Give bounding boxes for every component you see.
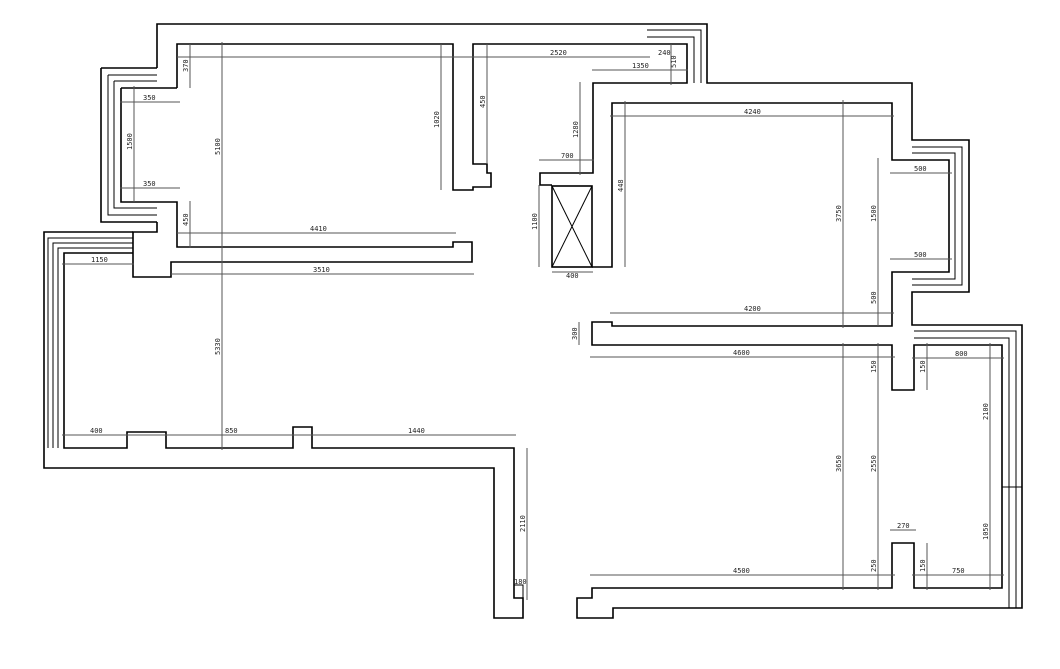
dim-label: 350 xyxy=(143,180,156,188)
dim-label: 400 xyxy=(90,427,103,435)
dim-label: 510 xyxy=(670,55,678,68)
dimension-lines xyxy=(62,42,1004,600)
dim-label: 850 xyxy=(225,427,238,435)
dim-label: 150 xyxy=(919,559,927,572)
dim-label: 150 xyxy=(870,360,878,373)
elevator-shaft-symbol xyxy=(551,185,593,268)
dim-label: 240 xyxy=(658,49,671,57)
dim-label: 4410 xyxy=(310,225,327,233)
dim-label: 4240 xyxy=(744,108,761,116)
dim-label: 1020 xyxy=(433,111,441,128)
dim-label: 350 xyxy=(143,94,156,102)
dim-label: 450 xyxy=(182,213,190,226)
dim-label: 3650 xyxy=(835,455,843,472)
dim-label: 1050 xyxy=(982,523,990,540)
dim-label: 4200 xyxy=(744,305,761,313)
dim-label: 150 xyxy=(919,360,927,373)
dim-label: 5330 xyxy=(214,338,222,355)
dim-label: 180 xyxy=(514,578,527,586)
dim-label: 500 xyxy=(870,291,878,304)
dimension-labels: 2520 1350 240 510 5100 370 350 1500 350 … xyxy=(90,49,990,586)
dim-label: 270 xyxy=(897,522,910,530)
dim-label: 1500 xyxy=(870,205,878,222)
dim-label: 2550 xyxy=(870,455,878,472)
dim-label: 1100 xyxy=(531,213,539,230)
dim-label: 700 xyxy=(561,152,574,160)
dim-label: 2110 xyxy=(519,515,527,532)
dim-label: 448 xyxy=(617,179,625,192)
dim-label: 750 xyxy=(952,567,965,575)
dim-label: 3750 xyxy=(835,205,843,222)
dim-label: 800 xyxy=(955,350,968,358)
dim-label: 1500 xyxy=(126,133,134,150)
dim-label: 400 xyxy=(566,272,579,280)
dim-label: 500 xyxy=(914,165,927,173)
dim-label: 300 xyxy=(571,327,579,340)
right-rooms-walls xyxy=(539,23,1023,619)
dim-label: 2100 xyxy=(982,403,990,420)
dim-label: 370 xyxy=(182,59,190,72)
dim-label: 1350 xyxy=(632,62,649,70)
lower-left-room-walls xyxy=(43,231,524,619)
dim-label: 450 xyxy=(479,95,487,108)
dim-label: 4600 xyxy=(733,349,750,357)
dim-label: 250 xyxy=(870,559,878,572)
dim-label: 1440 xyxy=(408,427,425,435)
dim-label: 2520 xyxy=(550,49,567,57)
dim-label: 3510 xyxy=(313,266,330,274)
dim-label: 5100 xyxy=(214,138,222,155)
dim-label: 1280 xyxy=(572,121,580,138)
dim-label: 1150 xyxy=(91,256,108,264)
upper-left-room-walls xyxy=(100,23,647,278)
dim-label: 500 xyxy=(914,251,927,259)
dim-label: 4500 xyxy=(733,567,750,575)
